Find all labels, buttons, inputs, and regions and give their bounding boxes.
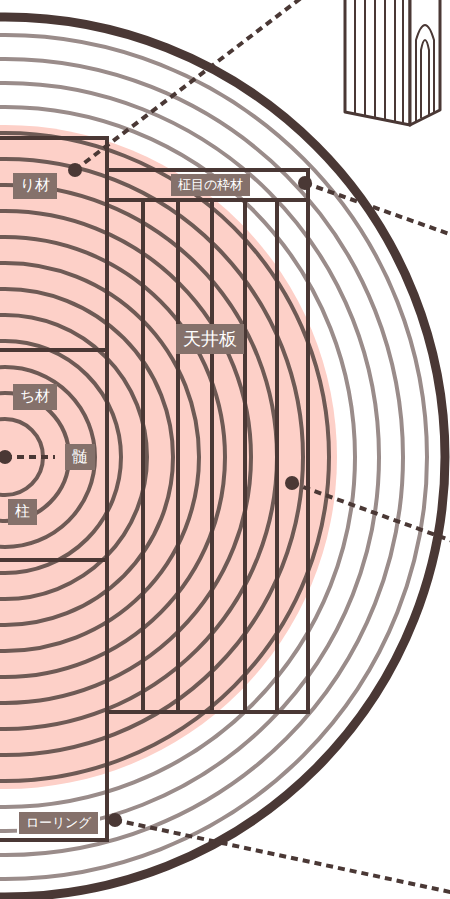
label-text: 髄 [72,447,88,466]
part-label: 髄 [65,444,95,471]
growth-rings [0,35,427,879]
part-label: ち材 [13,384,57,410]
log-ground [0,17,445,897]
label-text: 天井板 [183,328,237,349]
part-label: 柱 [8,499,37,525]
cut-lines [0,138,308,840]
leader-lines [5,0,450,893]
label-text: 柱 [15,502,30,520]
ceiling-boards [143,200,277,712]
label-text: ち材 [20,387,50,405]
label-text: 柾目の枠材 [178,177,243,192]
part-label: 天井板 [176,324,244,353]
part-label: ローリング [17,810,100,837]
part-label: り材 [13,173,57,199]
bark [0,17,445,897]
leader-dots [0,163,312,827]
wood-block [345,0,440,125]
heartwood [0,125,337,789]
label-text: ローリング [26,815,91,830]
label-text: り材 [20,176,50,194]
part-label: 柾目の枠材 [171,174,250,197]
